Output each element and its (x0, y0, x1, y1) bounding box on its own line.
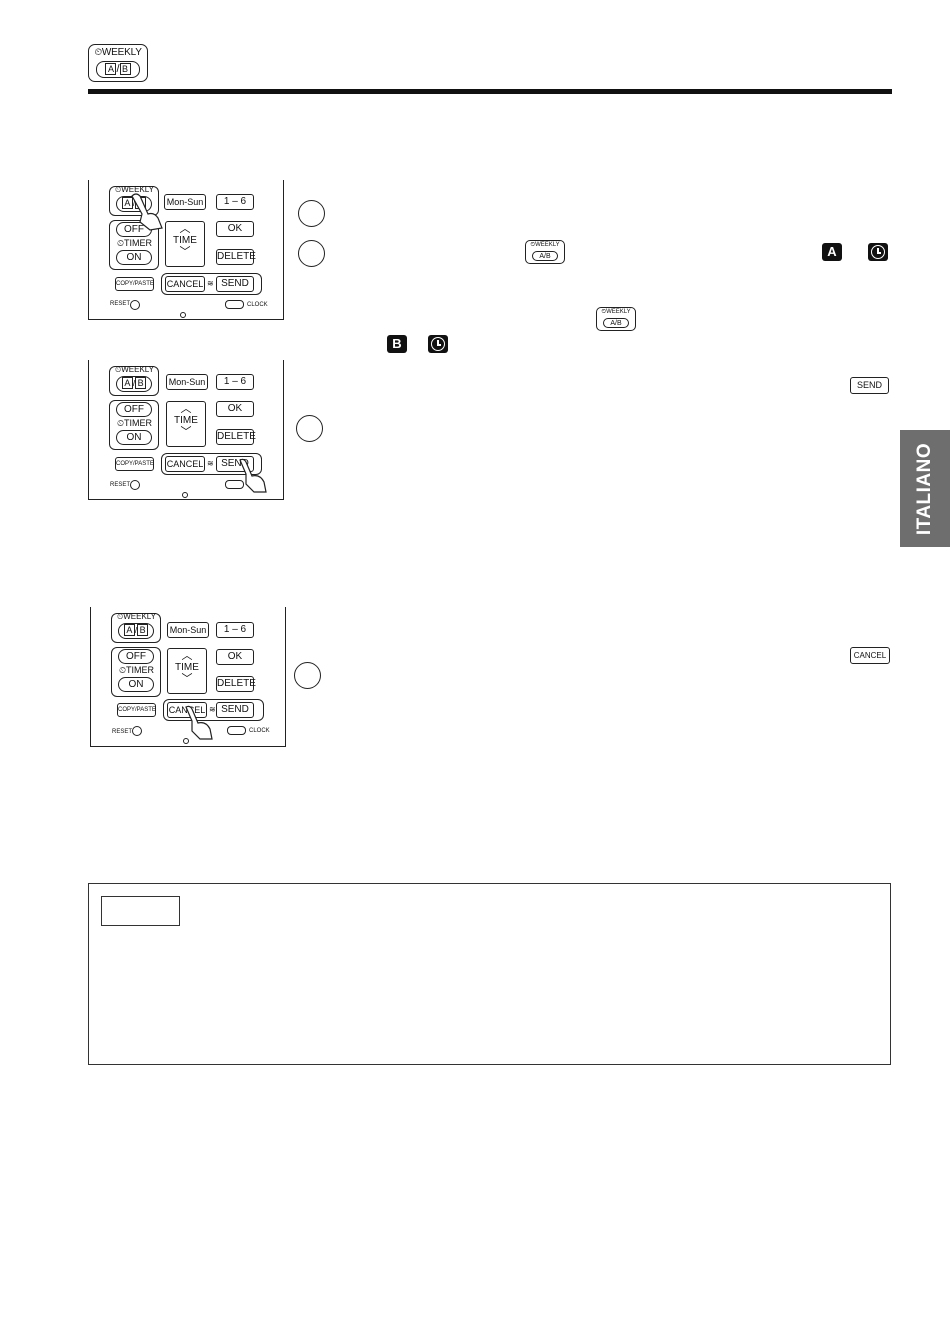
clock-button[interactable] (225, 300, 244, 309)
mon-sun-button[interactable]: Mon-Sun (164, 194, 206, 210)
time-button[interactable]: ︿ TIME ﹀ (167, 648, 207, 694)
on-button[interactable]: ON (116, 430, 152, 445)
clock-icon (428, 335, 448, 353)
timer-group (109, 220, 159, 270)
weekly-ab-mini-icon: ⏲WEEKLY A/B (525, 240, 565, 264)
ab-label: A/B (96, 61, 140, 78)
finger-pointer-icon (185, 705, 213, 740)
send-button[interactable]: SEND (216, 276, 254, 292)
one-six-button[interactable]: 1 – 6 (216, 622, 254, 638)
reset-button[interactable] (130, 300, 140, 310)
send-group (163, 699, 264, 721)
step-circle-3 (296, 415, 323, 442)
clock-icon (868, 243, 888, 261)
ab-button[interactable]: A/B (116, 376, 152, 392)
cancel-button[interactable]: CANCEL (165, 276, 205, 292)
delete-button[interactable]: DELETE (216, 676, 256, 692)
timer-group (109, 400, 159, 450)
copy-paste-button[interactable]: COPY/PASTE (115, 277, 154, 291)
on-button[interactable]: ON (116, 250, 152, 265)
off-button[interactable]: OFF (116, 222, 152, 237)
reset-button[interactable] (130, 480, 140, 490)
mon-sun-button[interactable]: Mon-Sun (167, 622, 209, 638)
timer-group (111, 647, 161, 697)
copy-paste-button[interactable]: COPY/PASTE (117, 703, 156, 717)
language-tab: ITALIANO (900, 430, 950, 547)
delete-button[interactable]: DELETE (216, 429, 256, 445)
block-a-icon: A (822, 243, 842, 261)
send-group (161, 273, 262, 295)
send-key-icon: SEND (850, 377, 889, 394)
step-circle-1 (298, 200, 325, 227)
remote-illustration-3: ⏲WEEKLY A/B Mon-Sun 1 – 6 OFF ⏲TIMER ON … (90, 607, 290, 752)
off-button[interactable]: OFF (118, 649, 154, 664)
ok-button[interactable]: OK (216, 221, 254, 237)
step-circle-2 (298, 240, 325, 267)
clock-button[interactable] (227, 726, 246, 735)
block-b-icon: B (387, 335, 407, 353)
weekly-ab-mini-icon: ⏲WEEKLY A/B (596, 307, 636, 331)
step-circle-4 (294, 662, 321, 689)
weekly-ab-badge: ⏲WEEKLY A/B (88, 44, 148, 82)
ok-button[interactable]: OK (216, 401, 254, 417)
weekly-group (109, 186, 159, 216)
language-tab-label: ITALIANO (914, 442, 935, 535)
time-button[interactable]: ︿ TIME ﹀ (166, 401, 206, 447)
weekly-group (111, 613, 161, 643)
on-button[interactable]: ON (118, 677, 154, 692)
remote-illustration-1: ⏲WEEKLY A/B Mon-Sun 1 – 6 OFF ⏲TIMER ON … (88, 180, 288, 325)
note-label-box (101, 896, 180, 926)
send-button[interactable]: SEND (216, 702, 254, 718)
reset-button[interactable] (132, 726, 142, 736)
time-button[interactable]: ︿ TIME ﹀ (165, 221, 205, 267)
finger-pointer-icon (239, 458, 267, 493)
send-group (161, 453, 262, 475)
delete-button[interactable]: DELETE (216, 249, 256, 265)
remote-illustration-2: ⏲WEEKLY A/B Mon-Sun 1 – 6 OFF ⏲TIMER ON … (88, 360, 288, 505)
off-button[interactable]: OFF (116, 402, 152, 417)
ok-button[interactable]: OK (216, 649, 254, 665)
header-rule (88, 89, 892, 94)
mon-sun-button[interactable]: Mon-Sun (166, 374, 208, 390)
one-six-button[interactable]: 1 – 6 (216, 194, 254, 210)
cancel-key-icon: CANCEL (850, 647, 890, 664)
weekly-group (109, 366, 159, 396)
clock-button[interactable] (225, 480, 244, 489)
cancel-button[interactable]: CANCEL (165, 456, 205, 472)
note-box (88, 883, 891, 1065)
copy-paste-button[interactable]: COPY/PASTE (115, 457, 154, 471)
weekly-label: ⏲WEEKLY (94, 47, 142, 58)
finger-pointer-icon (131, 193, 163, 231)
one-six-button[interactable]: 1 – 6 (216, 374, 254, 390)
ab-button[interactable]: A/B (118, 623, 154, 639)
